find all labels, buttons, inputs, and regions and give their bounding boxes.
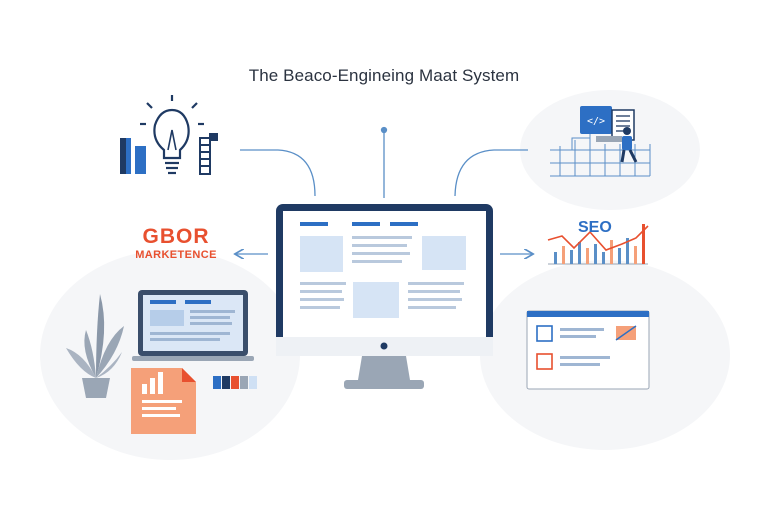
connector-top-center-dot: [380, 126, 388, 134]
lightbulb-icon: [140, 95, 204, 175]
monitor-power-button: [380, 342, 388, 350]
idea-icon-group: [120, 95, 218, 175]
document-icon: [131, 368, 196, 434]
brand-logo-line1: GBOR: [142, 225, 210, 248]
gear-icon: [199, 133, 218, 175]
brand-logo: GBOR MARKETENCE: [128, 226, 224, 261]
bar-icon: [120, 138, 146, 174]
seo-chart-icon: [547, 224, 649, 265]
monitor-icon: [276, 204, 493, 389]
person-icon: [620, 127, 638, 163]
connector-top-left: [240, 149, 316, 197]
color-swatches: [213, 376, 257, 389]
seo-label: SEO: [578, 219, 612, 236]
code-icon-group: </>: [550, 106, 651, 177]
plant-icon: [66, 294, 124, 398]
browser-window-icon: [526, 310, 650, 390]
code-glyph: </>: [587, 116, 605, 127]
laptop-icon: [132, 290, 254, 361]
connector-lines: [236, 126, 532, 255]
diagram-title: The Beaco-Engineing Maat System: [248, 66, 520, 85]
brand-logo-line2: MARKETENCE: [135, 249, 217, 261]
connector-top-right: [454, 149, 528, 197]
